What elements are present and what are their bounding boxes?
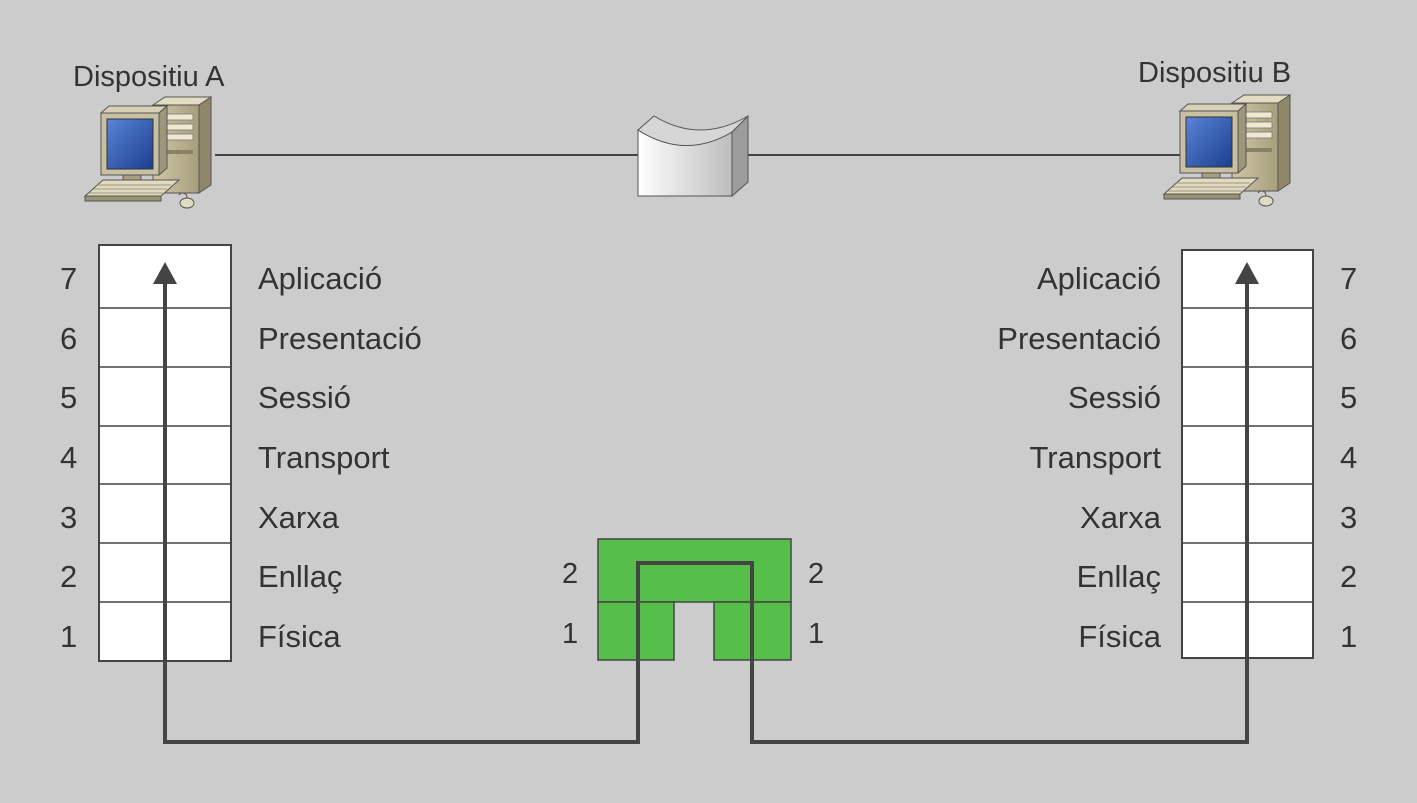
layer-number: 1	[60, 619, 77, 654]
layer-number: 2	[60, 559, 77, 594]
layer-name: Presentació	[997, 321, 1161, 356]
layer-number: 6	[1340, 321, 1357, 356]
switch-layer-label: 1	[562, 618, 578, 650]
switch-layer-label: 2	[562, 558, 578, 590]
layer-name: Física	[258, 619, 341, 654]
network-segment-icon	[637, 114, 749, 198]
layer-number: 5	[1340, 380, 1357, 415]
layer-name: Xarxa	[258, 500, 340, 535]
layer-name: Transport	[258, 440, 390, 475]
desktop-computer-icon	[84, 96, 212, 209]
layer-name: Aplicació	[1037, 261, 1161, 296]
device-b-title: Dispositiu B	[1138, 57, 1291, 89]
layer-name: Aplicació	[258, 261, 382, 296]
layer-name: Sessió	[1068, 380, 1161, 415]
layer-labels-right: Aplicació Presentació Sessió Transport X…	[997, 261, 1357, 654]
layer-name: Física	[1078, 619, 1161, 654]
layer-name: Sessió	[258, 380, 351, 415]
layer-number: 4	[1340, 440, 1357, 475]
layer-name: Transport	[1029, 440, 1161, 475]
layer-number: 7	[1340, 261, 1357, 296]
switch-device	[597, 538, 792, 661]
layer-name: Enllaç	[258, 559, 342, 594]
layer-labels-left: 7 6 5 4 3 2 1 Aplicació Presentació Sess…	[60, 261, 422, 654]
layer-number: 3	[1340, 500, 1357, 535]
arrowhead-right	[1235, 262, 1259, 284]
layer-name: Presentació	[258, 321, 422, 356]
switch-layer-label: 2	[808, 558, 824, 590]
layer-number: 7	[60, 261, 77, 296]
switch-layer-label: 1	[808, 618, 824, 650]
layer-number: 6	[60, 321, 77, 356]
layer-number: 3	[60, 500, 77, 535]
layer-number: 1	[1340, 619, 1357, 654]
device-a-title: Dispositiu A	[73, 61, 225, 93]
layer-number: 4	[60, 440, 77, 475]
arrowhead-left	[153, 262, 177, 284]
desktop-computer-icon	[1163, 94, 1291, 207]
data-path	[163, 280, 1249, 744]
layer-name: Xarxa	[1080, 500, 1162, 535]
layer-number: 2	[1340, 559, 1357, 594]
layer-number: 5	[60, 380, 77, 415]
layer-name: Enllaç	[1077, 559, 1161, 594]
